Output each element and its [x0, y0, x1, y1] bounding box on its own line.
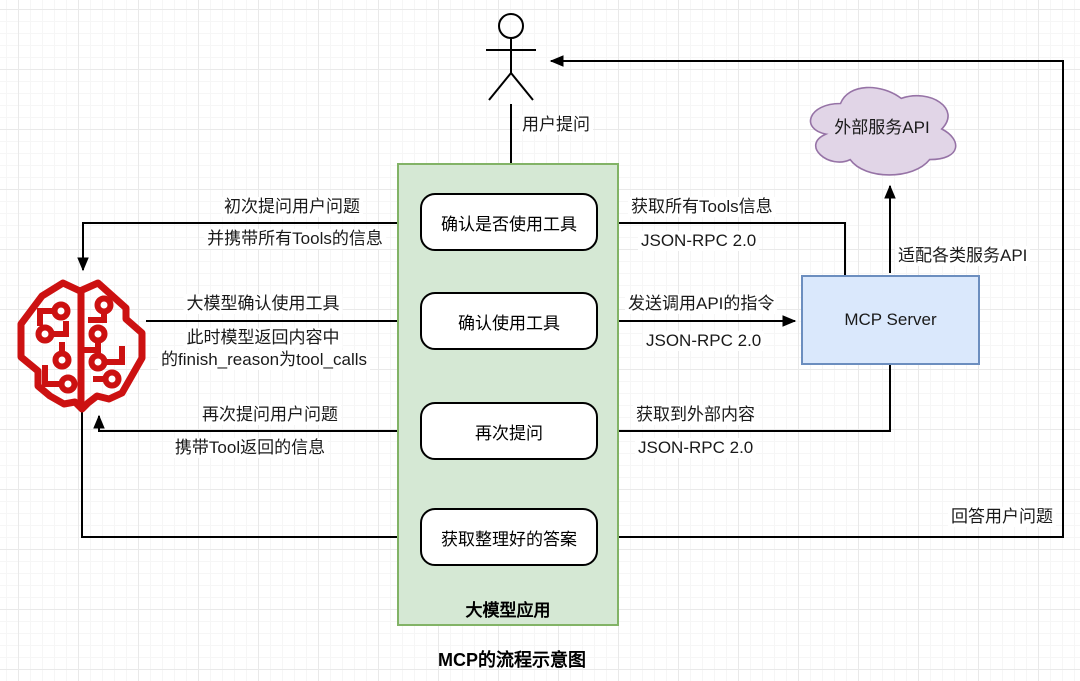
step-confirm-whether-use-tools: 确认是否使用工具: [420, 193, 598, 251]
edge-step4-to-user: [549, 55, 1064, 538]
step-confirm-use-tools: 确认使用工具: [420, 292, 598, 350]
label-ask-again-2: 携带Tool返回的信息: [171, 438, 329, 458]
label-ask-again-1: 再次提问用户问题: [199, 405, 341, 425]
label-get-all-tools-proto: JSON-RPC 2.0: [638, 231, 760, 251]
step-ask-again: 再次提问: [420, 402, 598, 460]
actor-head: [498, 13, 524, 39]
label-model-confirm-3: 的finish_reason为tool_calls: [158, 350, 370, 370]
label-external-content: 获取到外部内容: [633, 405, 758, 425]
label-model-confirm-2: 此时模型返回内容中: [183, 328, 343, 348]
actor-legs: [488, 71, 534, 101]
edge-step3-to-llm: [93, 414, 420, 432]
label-answer-user: 回答用户问题: [948, 507, 1056, 527]
label-get-all-tools: 获取所有Tools信息: [628, 197, 776, 217]
label-first-ask-2: 并携带所有Tools的信息: [204, 229, 386, 249]
user-actor: [486, 13, 536, 101]
mcp-server-box: MCP Server: [801, 275, 980, 365]
label-send-api-call-proto: JSON-RPC 2.0: [643, 331, 765, 351]
llm-brain-icon: [17, 279, 146, 413]
edge-step1-to-llm: [77, 222, 420, 272]
step-get-final-answer: 获取整理好的答案: [420, 508, 598, 566]
external-api-cloud-label: 外部服务API: [834, 118, 930, 137]
label-first-ask-1: 初次提问用户问题: [221, 197, 363, 217]
brain-outline: [17, 279, 146, 413]
cloud-shape: [809, 86, 957, 176]
edge-llm-to-step4: [81, 408, 416, 543]
label-external-content-proto: JSON-RPC 2.0: [635, 438, 757, 458]
edge-mcp-to-step3: [604, 365, 891, 437]
diagram-title: MCP的流程示意图: [438, 650, 586, 670]
label-send-api-call: 发送调用API的指令: [625, 294, 778, 314]
edge-mcp-to-step1: [604, 217, 846, 275]
label-model-confirm-1: 大模型确认使用工具: [183, 294, 343, 314]
brain-nodes: [35, 295, 122, 394]
label-user-question: 用户提问: [519, 115, 593, 135]
llm-app-label: 大模型应用: [465, 601, 551, 620]
label-adapt-services: 适配各类服务API: [895, 246, 1031, 266]
